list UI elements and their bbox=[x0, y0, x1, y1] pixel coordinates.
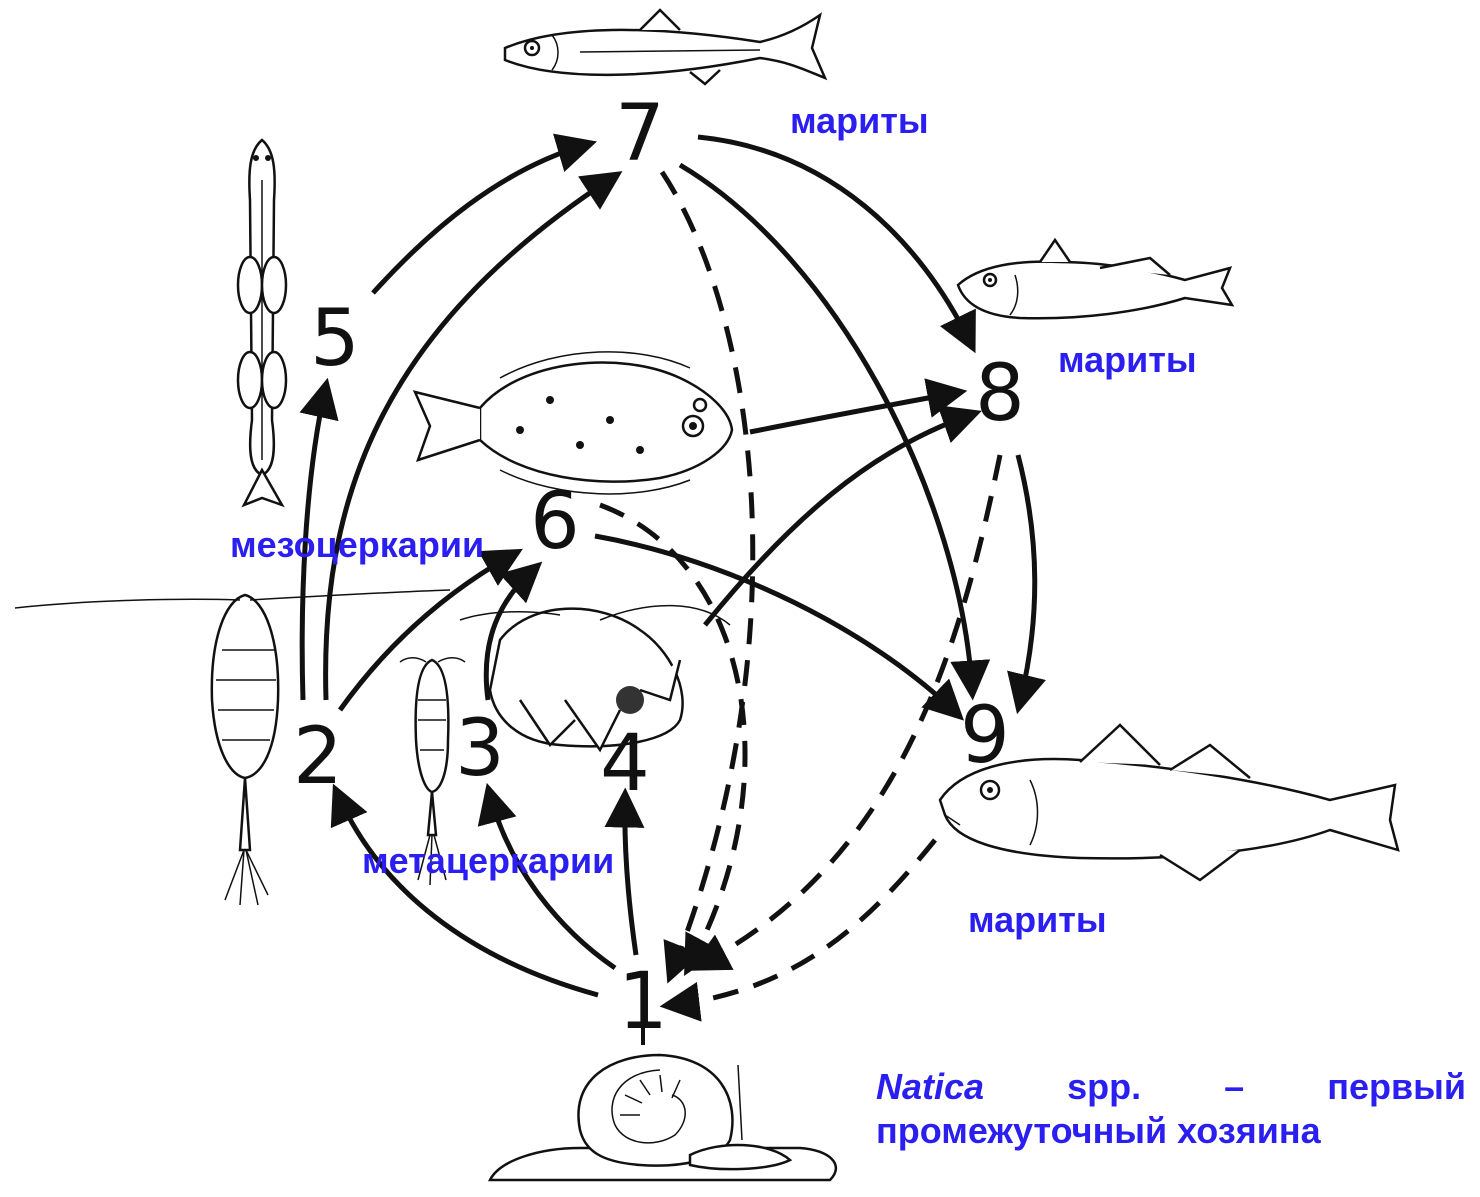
node-4: 4 bbox=[600, 719, 650, 809]
caption-first: первый bbox=[1327, 1065, 1466, 1109]
caption-line-1: Natica spp. – первый bbox=[876, 1065, 1466, 1109]
node-9: 9 bbox=[960, 691, 1010, 781]
edge-4-8 bbox=[705, 415, 970, 625]
label-mesocercariae: мезоцеркарии bbox=[230, 524, 484, 565]
node-2: 2 bbox=[293, 712, 343, 802]
edge-1-2 bbox=[338, 795, 598, 995]
caption-dash: – bbox=[1224, 1065, 1244, 1109]
node-7: 7 bbox=[615, 89, 665, 179]
caption-genus: Natica bbox=[876, 1065, 984, 1109]
node-numbers: 1 2 3 4 5 6 7 8 9 bbox=[293, 89, 1025, 1047]
node-5: 5 bbox=[310, 294, 360, 384]
caption-spp: spp. bbox=[1067, 1065, 1141, 1109]
edge-7-1 bbox=[662, 172, 753, 972]
caption-line-2: промежуточный хозяина bbox=[876, 1109, 1466, 1153]
small-gadid-illustration bbox=[958, 240, 1232, 318]
herring-illustration bbox=[505, 10, 825, 84]
node-3: 3 bbox=[455, 704, 505, 794]
node-6: 6 bbox=[530, 477, 580, 567]
label-marity-9: мариты bbox=[968, 899, 1107, 940]
sandeel-illustration bbox=[238, 140, 286, 505]
flounder-illustration bbox=[415, 352, 732, 494]
label-metacercariae: метацеркарии bbox=[362, 840, 614, 881]
caption: Natica spp. – первый промежуточный хозяи… bbox=[876, 1065, 1466, 1153]
edge-8-9 bbox=[1018, 455, 1035, 702]
edge-6-8 bbox=[750, 393, 955, 432]
natica-snail-illustration bbox=[490, 1055, 836, 1180]
label-marity-8: мариты bbox=[1058, 339, 1197, 380]
edge-1-4 bbox=[625, 800, 636, 955]
edge-1-3 bbox=[490, 795, 615, 968]
node-8: 8 bbox=[975, 349, 1025, 439]
label-marity-7: мариты bbox=[790, 100, 929, 141]
